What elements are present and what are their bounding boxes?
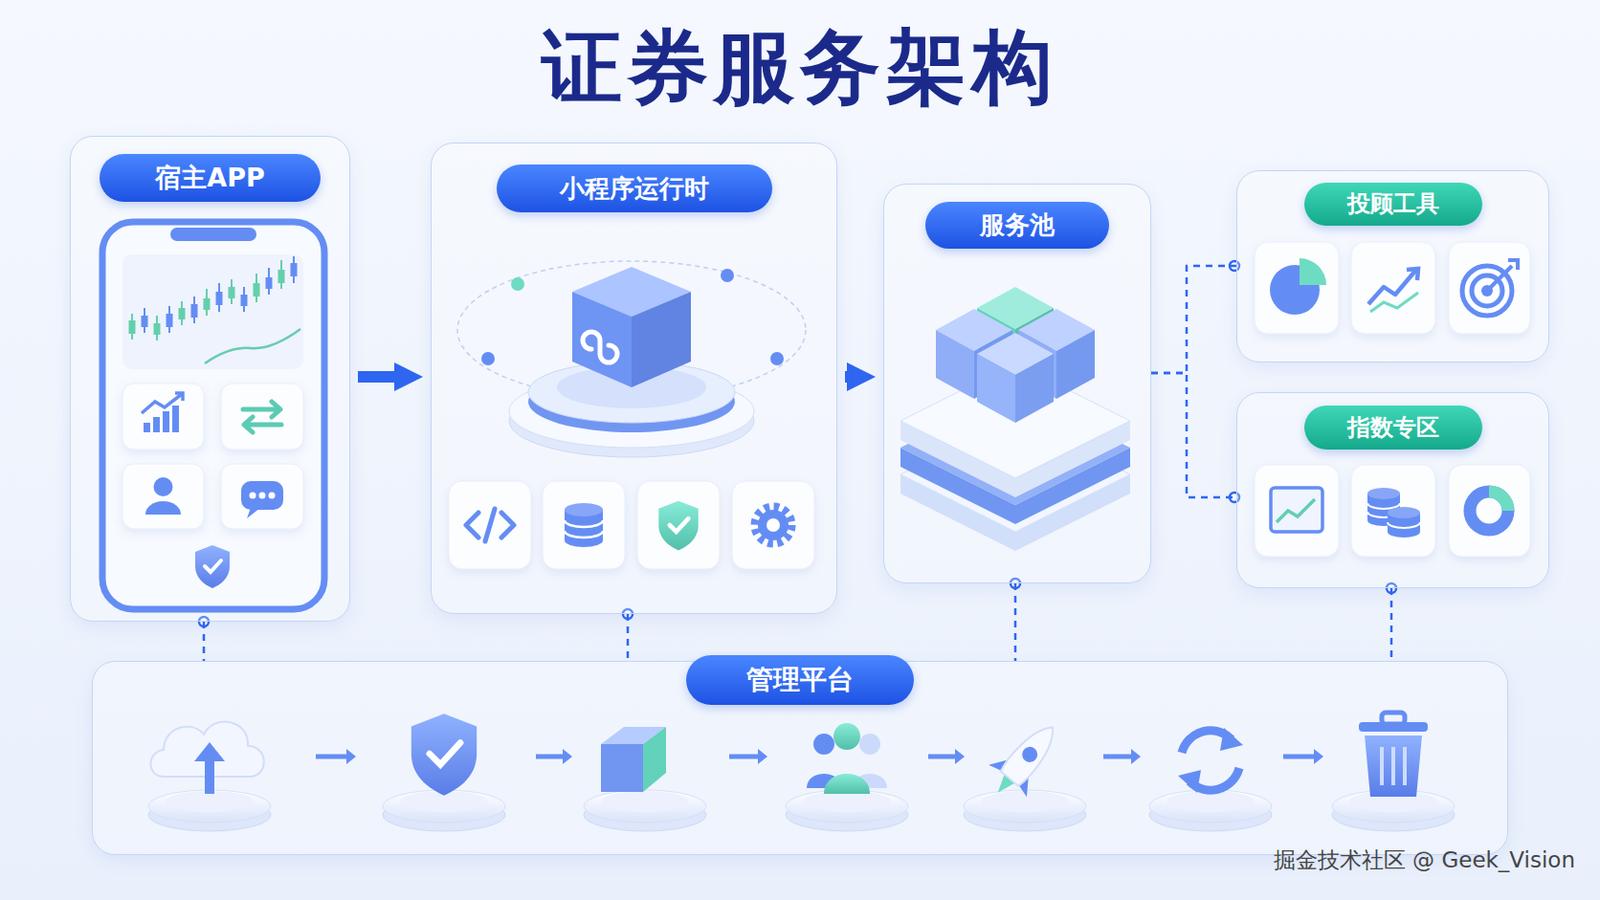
dashed-connector xyxy=(1390,588,1394,662)
panel-box: 管理平台 xyxy=(91,661,1509,856)
dashed-connector xyxy=(1151,266,1237,374)
dashed-connector xyxy=(1014,583,1018,662)
dashed-connector xyxy=(626,614,630,662)
panel-box: 投顾工具 xyxy=(1236,170,1550,363)
panel-label: 宿主APP xyxy=(99,154,321,202)
panel-label: 投顾工具 xyxy=(1304,182,1483,226)
diagram-title: 证券服务架构 xyxy=(0,21,1600,114)
dashed-connector xyxy=(202,622,206,662)
panel-label: 服务池 xyxy=(925,201,1110,249)
panel-box: 服务池 xyxy=(883,183,1152,584)
flow-arrow xyxy=(357,371,412,383)
panel-box: 宿主APP xyxy=(69,135,351,623)
panel-label: 管理平台 xyxy=(686,655,914,706)
panel-box: 指数专区 xyxy=(1236,392,1550,589)
watermark: 掘金技术社区 @ Geek_Vision xyxy=(1273,845,1576,876)
panel-box: 小程序运行时 xyxy=(430,142,838,615)
panel-label: 小程序运行时 xyxy=(496,164,773,213)
flow-arrow xyxy=(844,371,865,383)
dashed-connector xyxy=(1151,373,1237,498)
panel-label: 指数专区 xyxy=(1304,405,1483,450)
